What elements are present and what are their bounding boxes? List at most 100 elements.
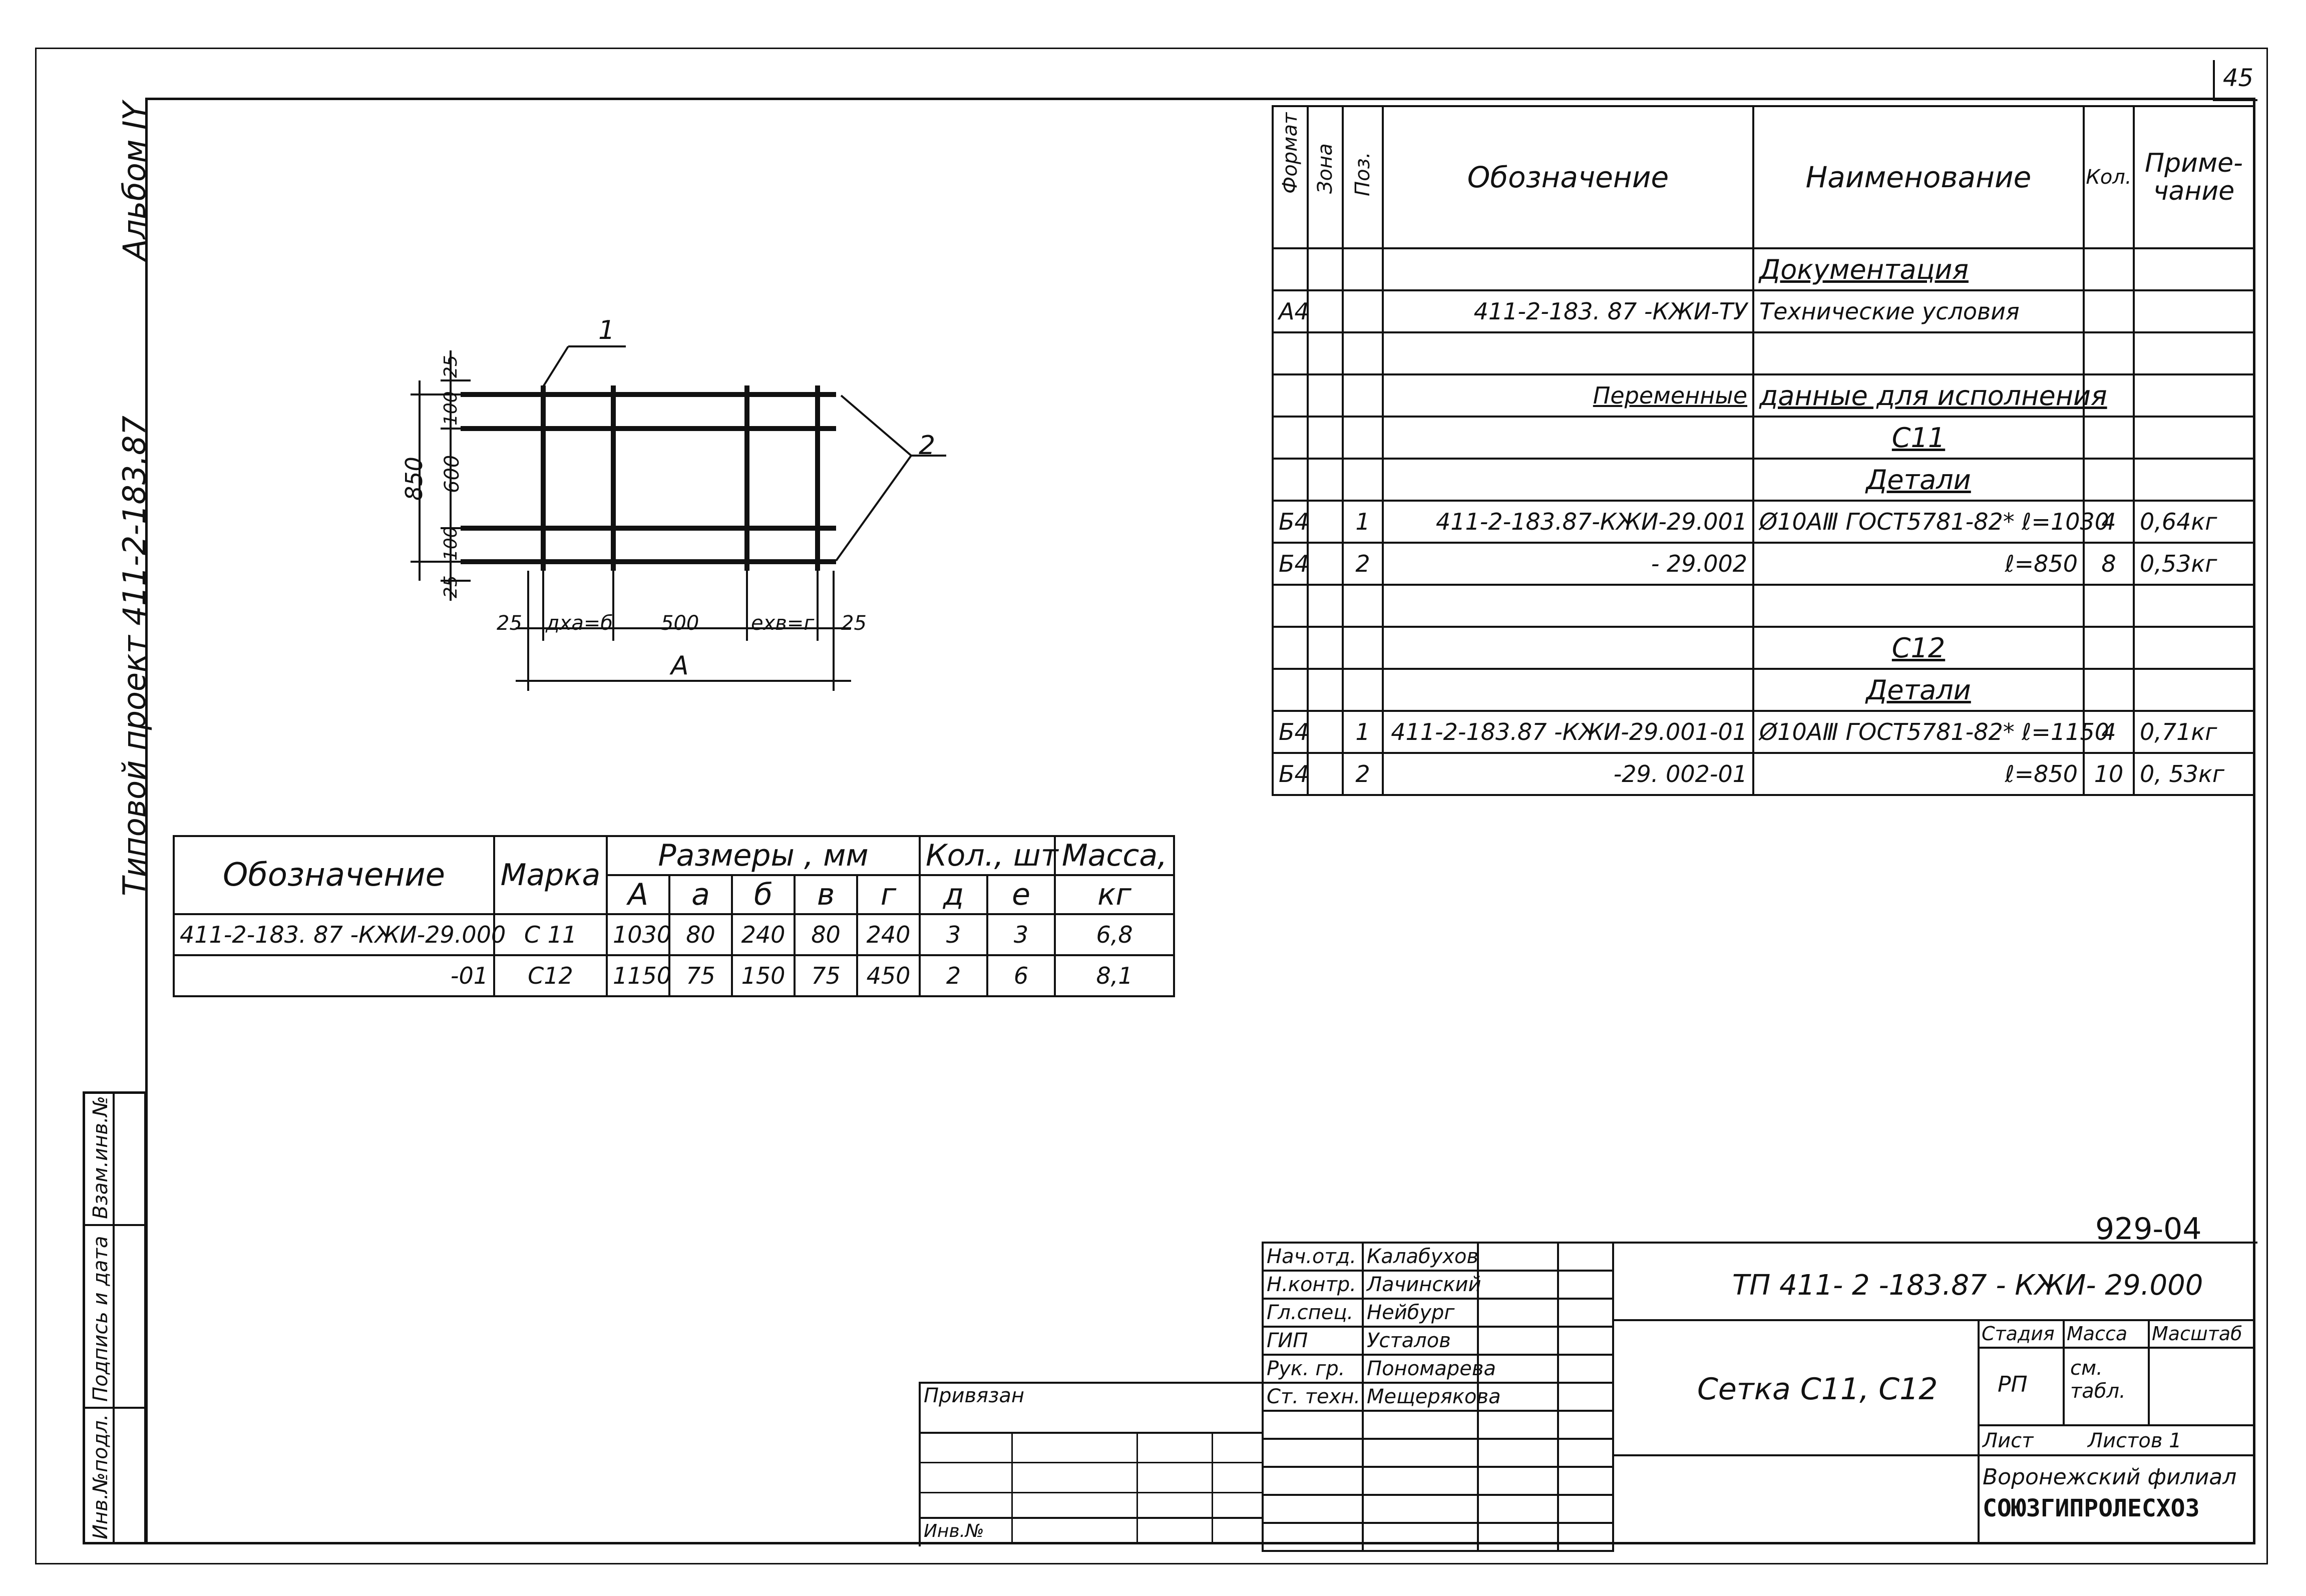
- project-label: Типовой проект 411-2-183.87: [116, 416, 153, 896]
- spec-cell-qty: [2083, 626, 2135, 670]
- dims-cell-v: 80: [794, 913, 858, 956]
- mass-header: Масса: [2067, 1323, 2128, 1345]
- left-strip-divider-2: [83, 1407, 147, 1409]
- spec-cell-qty: 4: [2083, 500, 2135, 544]
- spec-cell-qty: [2083, 331, 2135, 375]
- spec-cell-zone: [1307, 289, 1344, 333]
- spec-cell-qty: [2083, 416, 2135, 460]
- dims-h-designation: Обозначение: [173, 835, 495, 915]
- spec-cell-name: [1752, 584, 2085, 628]
- dims-sub-kg: кг: [1054, 874, 1176, 915]
- spec-cell-format: Б4: [1272, 710, 1309, 754]
- signature-row: Нач.отд.Калабухов: [1262, 1242, 1614, 1272]
- signature-cell-empty: [1362, 1438, 1479, 1468]
- spec-cell-name: Детали: [1752, 458, 2085, 502]
- spec-cell-designation: -29. 002-01: [1382, 752, 1754, 796]
- field-vzam-inv: Взам.инв.№: [89, 1095, 112, 1219]
- dim-100-top: 100: [441, 391, 461, 426]
- signature-cell-empty: [1362, 1410, 1479, 1440]
- spec-cell-pos: [1342, 416, 1384, 460]
- doc-number: 929-04: [2095, 1212, 2202, 1247]
- dims-cell-e: 3: [986, 913, 1056, 956]
- spec-cell-name: Детали: [1752, 668, 2085, 712]
- spec-cell-designation: 411-2-183. 87 -КЖИ-ТУ: [1382, 289, 1754, 333]
- dims-cell-v: 75: [794, 954, 858, 997]
- spec-cell-name: Технические условия: [1752, 289, 2085, 333]
- spec-row: Детали: [1272, 668, 2255, 712]
- title-code: ТП 411- 2 -183.87 - КЖИ- 29.000: [1732, 1269, 2203, 1302]
- dims-cell-g: 450: [856, 954, 921, 997]
- dims-cell-g: 240: [856, 913, 921, 956]
- spec-cell-zone: [1307, 458, 1344, 502]
- spec-cell-name: ℓ=850: [1752, 542, 2085, 586]
- spec-cell-note: [2133, 626, 2255, 670]
- dims-cell-e: 6: [986, 954, 1056, 997]
- dims-cell-A: 1030: [606, 913, 671, 956]
- spec-cell-zone: [1307, 626, 1344, 670]
- signature-cell-empty: [1362, 1522, 1479, 1552]
- signature-row-empty: [1262, 1438, 1614, 1468]
- signature-cell-empty: [1262, 1522, 1364, 1552]
- signature-cell-sign: [1477, 1242, 1559, 1272]
- dim-850: 850: [401, 457, 428, 501]
- title-divider-h2: [1612, 1454, 2255, 1456]
- left-strip-divider-1: [83, 1224, 147, 1226]
- sheet-outer-frame: [35, 48, 2268, 1564]
- signature-cell-sign: [1477, 1354, 1559, 1384]
- stage-header-row-line: [1978, 1347, 2255, 1349]
- spec-cell-format: [1272, 584, 1309, 628]
- spec-h-qty: Кол.: [2083, 105, 2135, 249]
- dims-sub-d: д: [919, 874, 989, 915]
- page-number-box: [2213, 60, 2257, 101]
- dims-cell-mark: С12: [493, 954, 608, 997]
- signature-row: Гл.спец.Нейбург: [1262, 1298, 1614, 1328]
- spec-cell-designation: [1382, 584, 1754, 628]
- privyazan-row-line-3: [919, 1492, 1262, 1493]
- spec-cell-format: [1272, 373, 1309, 418]
- dim-100-bot: 100: [441, 526, 461, 561]
- signature-row: Ст. техн.Мещерякова: [1262, 1382, 1614, 1412]
- spec-cell-name: С12: [1752, 626, 2085, 670]
- field-inv-podl: Инв.№подл.: [89, 1414, 112, 1539]
- spec-cell-qty: [2083, 668, 2135, 712]
- dims-cell-d: 2: [919, 954, 989, 997]
- spec-cell-zone: [1307, 500, 1344, 544]
- signature-cell-name: Усталов: [1362, 1326, 1479, 1356]
- privyazan-row-line-4: [919, 1517, 1262, 1519]
- stage-header: Стадия: [1982, 1323, 2055, 1345]
- signature-cell-name: Нейбург: [1362, 1298, 1479, 1328]
- spec-cell-format: Б4: [1272, 752, 1309, 796]
- title-name: Сетка С11, С12: [1697, 1372, 1938, 1407]
- spec-cell-name: [1752, 331, 2085, 375]
- spec-cell-designation: [1382, 668, 1754, 712]
- signature-cell-empty: [1557, 1522, 1614, 1552]
- privyazan-label: Привязан: [924, 1384, 1025, 1407]
- dim-A: А: [671, 651, 689, 681]
- signature-cell-empty: [1477, 1466, 1559, 1496]
- spec-cell-qty: [2083, 247, 2135, 291]
- sheet-label: Лист: [1983, 1429, 2034, 1452]
- spec-cell-note: [2133, 416, 2255, 460]
- spec-cell-pos: 1: [1342, 500, 1384, 544]
- dims-cell-d: 3: [919, 913, 989, 956]
- spec-cell-pos: [1342, 331, 1384, 375]
- spec-cell-designation: 411-2-183.87 -КЖИ-29.001-01: [1382, 710, 1754, 754]
- spec-cell-zone: [1307, 668, 1344, 712]
- dim-600: 600: [441, 455, 464, 493]
- signature-cell-empty: [1262, 1438, 1364, 1468]
- spec-row: [1272, 584, 2255, 628]
- title-divider-v1: [1978, 1319, 1980, 1544]
- spec-cell-format: А4: [1272, 289, 1309, 333]
- spec-cell-name: ℓ=850: [1752, 752, 2085, 796]
- dims-h-mark: Марка: [493, 835, 608, 915]
- spec-cell-qty: [2083, 458, 2135, 502]
- dims-cell-a: 80: [668, 913, 733, 956]
- signature-cell-date: [1557, 1298, 1614, 1328]
- callout-1: 1: [598, 315, 615, 345]
- dims-cell-a: 75: [668, 954, 733, 997]
- spec-cell-pos: [1342, 289, 1384, 333]
